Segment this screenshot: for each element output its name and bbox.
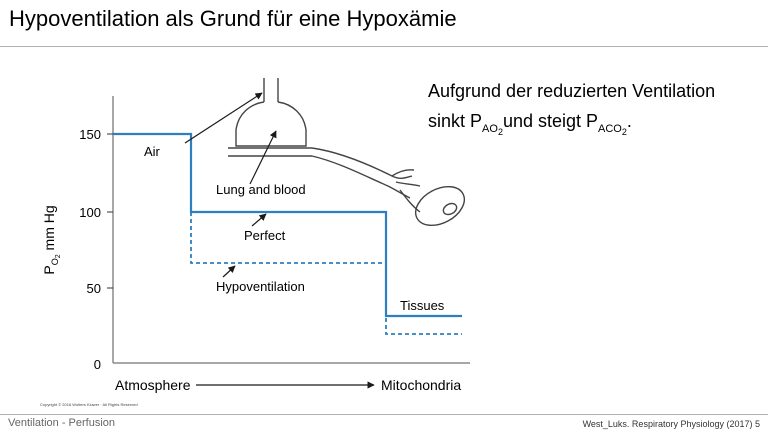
label-lung-and-blood: Lung and blood bbox=[216, 182, 306, 197]
callout-text-a: sinkt P bbox=[428, 111, 483, 131]
pao2-subscript: AO2 bbox=[482, 123, 503, 137]
y-label-p: P bbox=[41, 265, 57, 274]
hypo-arrow bbox=[222, 265, 236, 278]
callout-period: . bbox=[626, 111, 632, 131]
footer-section-label: Ventilation - Perfusion bbox=[8, 417, 116, 429]
callout-text-b: und steigt P bbox=[502, 111, 599, 131]
label-perfect: Perfect bbox=[244, 228, 286, 243]
y-axis-label: PO2 mm Hg bbox=[41, 205, 62, 274]
perfect-arrow bbox=[251, 213, 267, 227]
y-label-2: 2 bbox=[55, 254, 62, 258]
x-label-atmosphere: Atmosphere bbox=[115, 377, 191, 393]
lung-arrow bbox=[249, 130, 277, 185]
y-label-unit: mm Hg bbox=[41, 205, 57, 254]
y-label-o: O bbox=[50, 258, 60, 265]
y-tick-label-150: 150 bbox=[79, 127, 101, 142]
footer-citation: West_Luks. Respiratory Physiology (2017)… bbox=[582, 419, 760, 429]
label-hypoventilation: Hypoventilation bbox=[216, 279, 305, 294]
paco2-a: A bbox=[598, 123, 606, 135]
y-tick-label-50: 50 bbox=[87, 281, 101, 296]
y-tick-label-100: 100 bbox=[79, 205, 101, 220]
hypoventilation-po2-line bbox=[190, 212, 462, 335]
paco2-index: 2 bbox=[621, 127, 627, 137]
callout-text: Aufgrund der reduzierten Ventilation sin… bbox=[428, 76, 715, 147]
paco2-co: CO bbox=[605, 123, 622, 135]
callout-line-1: Aufgrund der reduzierten Ventilation bbox=[428, 81, 716, 101]
perfect-po2-line bbox=[113, 132, 462, 318]
paco2-subscript: ACO2 bbox=[598, 123, 627, 137]
y-tick-label-0: 0 bbox=[94, 357, 101, 372]
air-arrow bbox=[184, 92, 263, 144]
lung-airway-illustration bbox=[228, 78, 466, 227]
pao2-o: O bbox=[489, 123, 498, 135]
copyright-note: Copyright © 2016 Wolters Kluwer · All Ri… bbox=[40, 402, 138, 407]
slide-title: Hypoventilation als Grund für eine Hypox… bbox=[9, 6, 457, 31]
callout-line-2: sinkt PAO2und steigt PACO2. bbox=[428, 106, 715, 147]
pao2-a: A bbox=[482, 123, 490, 135]
label-air: Air bbox=[144, 144, 161, 159]
title-divider bbox=[0, 46, 768, 47]
pao2-index: 2 bbox=[497, 127, 503, 137]
svg-text:PO2 mm Hg: PO2 mm Hg bbox=[41, 205, 62, 274]
x-label-mitochondria: Mitochondria bbox=[381, 377, 461, 393]
footer-divider bbox=[0, 414, 768, 415]
label-tissues: Tissues bbox=[400, 298, 445, 313]
